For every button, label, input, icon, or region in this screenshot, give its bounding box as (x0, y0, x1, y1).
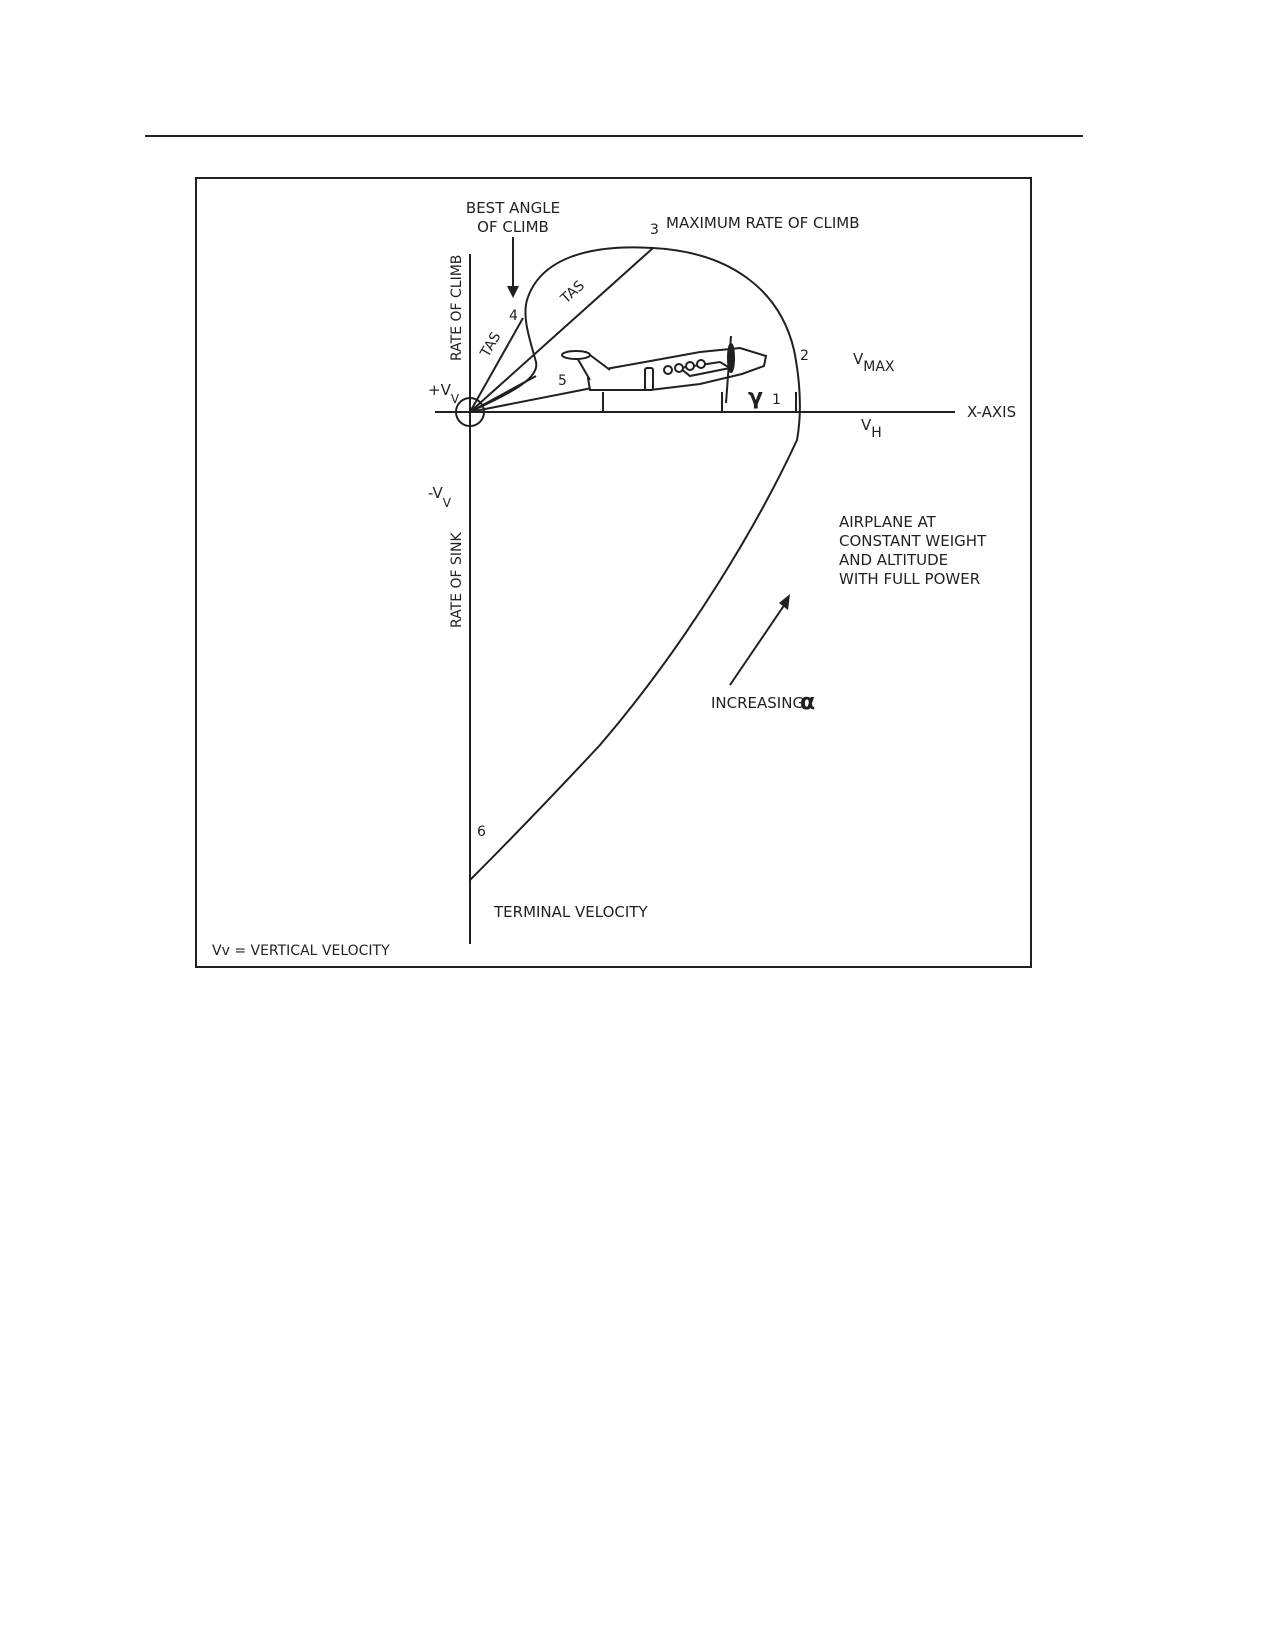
point-2-label: 2 (800, 348, 809, 364)
airplane-icon (561, 335, 797, 412)
tas-ray-to-4 (469, 317, 524, 413)
point-5-label: 5 (558, 373, 567, 389)
airplane-note-line3: AND ALTITUDE (839, 551, 948, 569)
airplane-note-line1: AIRPLANE AT (839, 513, 937, 531)
envelope-curve (469, 246, 801, 881)
alpha-symbol: α (800, 690, 815, 715)
origin-circle (455, 397, 485, 427)
airplane-note-line2: CONSTANT WEIGHT (839, 532, 987, 550)
point-6-label: 6 (477, 824, 486, 840)
minus-vv-label: -VV (428, 484, 452, 510)
increasing-arrow-head (779, 594, 790, 610)
best-angle-label-line2: OF CLIMB (477, 218, 549, 236)
rate-of-sink-label: RATE OF SINK (449, 531, 465, 628)
best-angle-label-line1: BEST ANGLE (466, 199, 560, 217)
gamma-symbol: γ (748, 385, 763, 410)
vh-label: VH (861, 416, 882, 441)
vmax-label: VMAX (853, 350, 895, 375)
point-3-label: 3 (650, 222, 659, 238)
tas-label-upper: TAS (557, 278, 588, 308)
footnote-label: Vv = VERTICAL VELOCITY (212, 943, 390, 959)
airplane-note-line4: WITH FULL POWER (839, 570, 980, 588)
figure-frame (195, 177, 1032, 968)
plus-vv-label: +VV (428, 381, 460, 406)
rate-of-climb-label: RATE OF CLIMB (449, 255, 465, 361)
x-axis-label: X-AXIS (967, 403, 1016, 421)
increasing-arrow-shaft (729, 603, 786, 686)
ray-to-5-lower (469, 387, 593, 413)
best-angle-arrow-head (507, 286, 519, 298)
point-1-label: 1 (772, 392, 781, 408)
tas-ray-to-3 (469, 247, 654, 413)
point-4-label: 4 (509, 308, 518, 324)
terminal-velocity-label: TERMINAL VELOCITY (493, 903, 648, 921)
top-rule (145, 135, 1083, 137)
max-rate-label: MAXIMUM RATE OF CLIMB (666, 214, 860, 232)
increasing-label: INCREASING (711, 694, 804, 712)
